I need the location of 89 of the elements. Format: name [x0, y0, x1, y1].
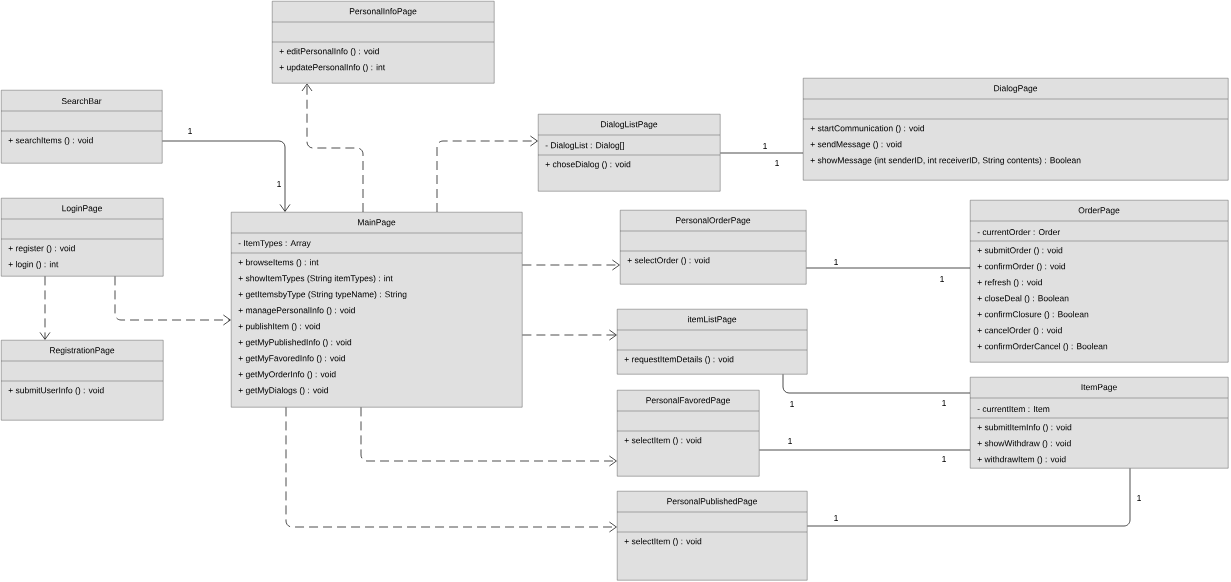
method-text: + browseItems () : int — [238, 259, 319, 267]
method-text: + confirmOrder () : void — [977, 263, 1066, 271]
association-line — [114, 276, 231, 326]
method-text: + searchItems () : void — [8, 137, 93, 145]
association-line — [522, 329, 617, 341]
method-text: + getMyPublishedInfo () : void — [238, 339, 352, 347]
attribute-text: - currentOrder : Order — [977, 228, 1061, 236]
class-name: LoginPage — [62, 205, 102, 213]
association-line — [806, 267, 971, 269]
association-line — [720, 152, 804, 154]
attribute-text: - ItemTypes : Array — [238, 240, 311, 248]
method-text: + submitOrder () : void — [977, 247, 1063, 255]
association-line — [522, 259, 620, 271]
method-text: + getItemsbyType (String typeName) : String — [238, 291, 407, 299]
multiplicity-label: 1 — [942, 400, 946, 406]
class-name: PersonalFavoredPage — [646, 397, 730, 405]
method-text: + cancelOrder () : void — [977, 327, 1062, 335]
method-text: + login () : int — [8, 261, 59, 269]
method-text: + updatePersonalInfo () : int — [279, 64, 386, 72]
method-text: + confirmOrderCancel () : Boolean — [977, 343, 1108, 351]
class-name: itemListPage — [688, 316, 737, 324]
class-box — [802, 78, 1229, 181]
method-text: + getMyFavoredInfo () : void — [238, 355, 345, 363]
method-text: + editPersonalInfo () : void — [279, 48, 379, 56]
method-text: + requestItemDetails () : void — [624, 356, 734, 364]
class-box — [616, 390, 760, 477]
class-name: PersonalInfoPage — [349, 8, 417, 16]
multiplicity-label: 1 — [788, 438, 792, 444]
class-box — [616, 491, 808, 581]
association-line — [807, 468, 1131, 527]
method-text: + getMyDialogs () : void — [238, 387, 328, 395]
association-line — [162, 140, 291, 212]
class-box — [0, 90, 163, 164]
method-text: + sendMessage () : void — [810, 141, 902, 149]
association-line — [759, 449, 971, 451]
class-box — [537, 114, 721, 192]
class-box — [271, 1, 495, 84]
class-name: PersonalPublishedPage — [667, 498, 757, 506]
attribute-text: - DialogList : Dialog[] — [545, 142, 624, 150]
method-text: + register () : void — [8, 245, 75, 253]
class-name: ItemPage — [1081, 384, 1117, 392]
association-line — [301, 83, 364, 213]
class-box — [969, 377, 1229, 469]
class-name: RegistrationPage — [50, 347, 115, 355]
method-text: + publishItem () : void — [238, 323, 320, 331]
method-text: + showItemTypes (String itemTypes) : int — [238, 275, 393, 283]
method-text: + selectOrder () : void — [627, 257, 710, 265]
class-name: SearchBar — [61, 97, 102, 105]
class-name: DialogListPage — [601, 121, 658, 129]
attribute-text: - currentItem : Item — [977, 406, 1050, 412]
method-text: + getMyOrderInfo () : void — [238, 371, 336, 379]
multiplicity-label: 1 — [763, 143, 767, 149]
method-text: + submitItemInfo () : void — [977, 424, 1072, 432]
multiplicity-label: 1 — [277, 181, 281, 187]
multiplicity-label: 1 — [834, 515, 838, 521]
association-line — [39, 276, 51, 340]
method-text: + showMessage (int senderID, int receiverID, String contents) : Boolean — [810, 157, 1081, 165]
association-line — [285, 407, 617, 533]
multiplicity-label: 1 — [834, 259, 838, 265]
association-line — [436, 135, 538, 213]
method-text: + refresh () : void — [977, 279, 1042, 287]
class-name: OrderPage — [1078, 207, 1120, 215]
method-text: + confirmClosure () : Boolean — [977, 311, 1089, 319]
method-text: + managePersonalInfo () : void — [238, 307, 355, 315]
method-text: + selectItem () : void — [624, 437, 702, 445]
class-box — [0, 340, 164, 421]
class-box — [230, 212, 523, 408]
class-box — [969, 200, 1229, 363]
method-text: + selectItem () : void — [624, 538, 702, 546]
multiplicity-label: 1 — [940, 276, 944, 282]
class-box — [616, 309, 808, 375]
method-text: + closeDeal () : Boolean — [977, 295, 1069, 303]
multiplicity-label: 1 — [775, 160, 779, 166]
multiplicity-label: 1 — [1137, 495, 1141, 501]
class-box — [0, 198, 164, 277]
multiplicity-label: 1 — [942, 456, 946, 462]
association-line — [782, 374, 971, 394]
method-text: + withdrawItem () : void — [977, 456, 1066, 464]
method-text: + choseDialog () : void — [545, 161, 631, 169]
method-text: + startCommunication () : void — [810, 125, 925, 133]
class-box — [619, 210, 807, 285]
association-line — [360, 407, 617, 467]
class-name: DialogPage — [994, 85, 1038, 93]
method-text: + submitUserInfo () : void — [8, 387, 104, 395]
class-name: MainPage — [358, 219, 396, 227]
class-name: PersonalOrderPage — [676, 217, 751, 225]
multiplicity-label: 1 — [790, 401, 794, 407]
multiplicity-label: 1 — [188, 128, 192, 134]
method-text: + showWithdraw () : void — [977, 440, 1071, 448]
